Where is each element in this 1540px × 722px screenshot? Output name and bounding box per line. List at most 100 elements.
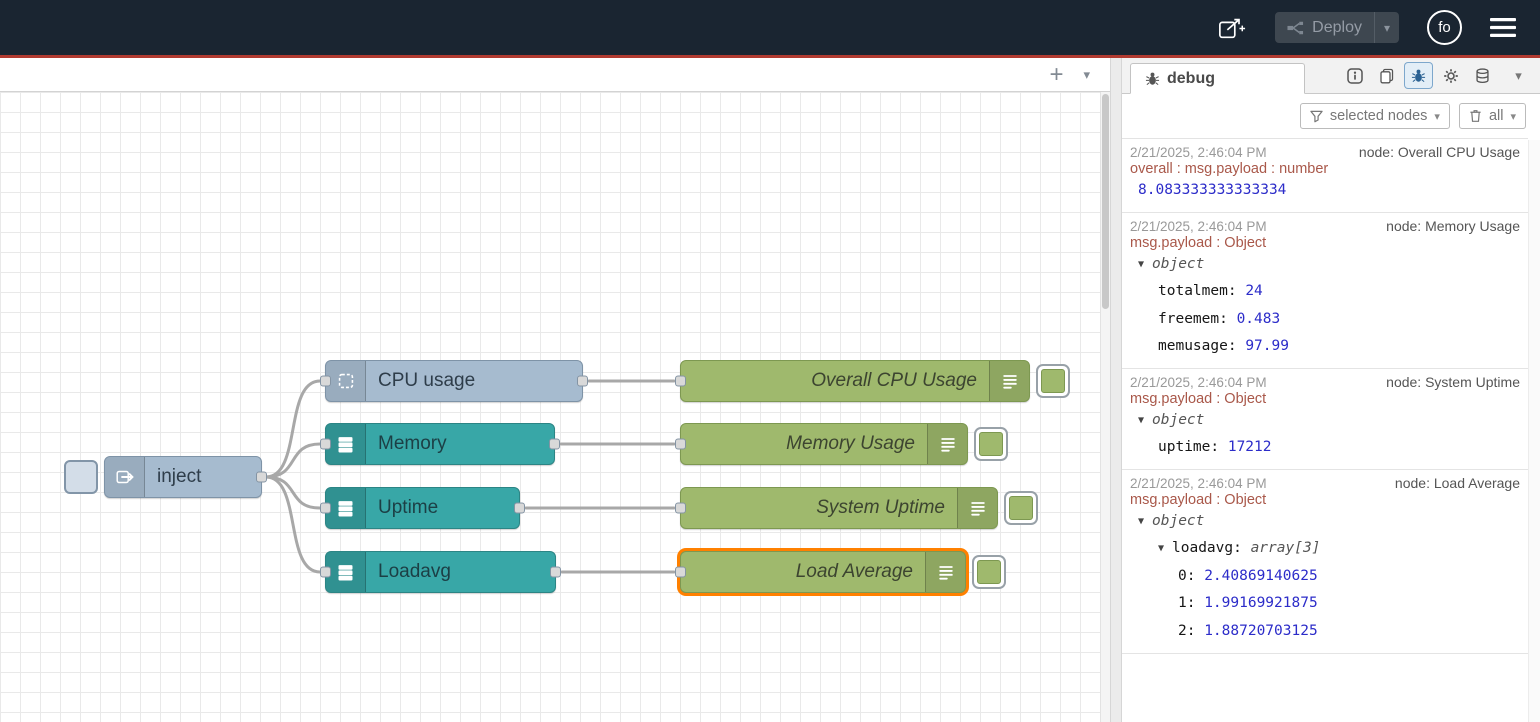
expand-caret-icon[interactable]: ▼ — [1138, 411, 1152, 430]
expand-caret-icon[interactable]: ▼ — [1158, 539, 1172, 558]
wires-layer — [0, 92, 1100, 722]
input-port[interactable] — [320, 567, 331, 578]
expand-caret-icon[interactable]: ▼ — [1138, 512, 1152, 531]
sidebar-options-button[interactable]: ▾ — [1505, 63, 1532, 88]
message-timestamp: 2/21/2025, 2:46:04 PM — [1130, 145, 1267, 160]
debug-console-icon — [989, 361, 1029, 401]
key: loadavg: — [1172, 540, 1251, 556]
input-port[interactable] — [320, 503, 331, 514]
workspace: + ▾ — [0, 58, 1110, 722]
tab-debug[interactable]: debug — [1130, 63, 1305, 94]
info-tab-button[interactable] — [1341, 63, 1368, 88]
message-line: uptime: 17212 — [1130, 434, 1520, 462]
filter-nodes-button[interactable]: selected nodes ▾ — [1300, 103, 1450, 129]
debug-tab-button[interactable] — [1405, 63, 1432, 88]
debug-enable-toggle[interactable] — [974, 427, 1008, 461]
message-line: memusage: 97.99 — [1130, 333, 1520, 361]
node-inject[interactable]: inject — [104, 456, 262, 498]
context-data-tab-button[interactable] — [1469, 63, 1496, 88]
bug-icon — [1411, 68, 1426, 83]
sidebar-scrollbar[interactable] — [1528, 140, 1540, 722]
scrollbar-thumb[interactable] — [1102, 94, 1109, 309]
cpu-chip-icon — [326, 361, 366, 401]
database-icon — [1475, 68, 1490, 84]
trash-icon — [1469, 109, 1482, 123]
node-memory[interactable]: Memory — [325, 423, 555, 465]
docs-icon — [1379, 68, 1395, 84]
input-port[interactable] — [675, 376, 686, 387]
chevron-down-icon: ▾ — [1515, 68, 1522, 84]
output-port[interactable] — [550, 567, 561, 578]
message-node-name: node: Overall CPU Usage — [1359, 144, 1520, 160]
debug-enable-toggle[interactable] — [972, 555, 1006, 589]
chevron-down-icon: ▾ — [1510, 110, 1516, 123]
add-flow-button[interactable]: + — [1049, 63, 1063, 87]
node-label: Loadavg — [366, 561, 463, 583]
deploy-button[interactable]: Deploy ▾ — [1275, 12, 1399, 43]
key: totalmem: — [1158, 283, 1245, 299]
debug-enable-toggle[interactable] — [1004, 491, 1038, 525]
chevron-down-icon: ▾ — [1434, 110, 1440, 123]
deploy-options-button[interactable]: ▾ — [1375, 12, 1399, 43]
node-label: Memory Usage — [681, 433, 927, 455]
debug-messages[interactable]: 2/21/2025, 2:46:04 PM node: Overall CPU U… — [1122, 138, 1528, 722]
ai-assist-icon[interactable] — [1217, 14, 1247, 42]
help-tab-button[interactable] — [1373, 63, 1400, 88]
value: 1.88720703125 — [1204, 623, 1318, 639]
debug-message: 2/21/2025, 2:46:04 PMnode: Load Averagem… — [1122, 470, 1528, 654]
server-icon — [326, 552, 366, 592]
key: uptime: — [1158, 439, 1228, 455]
node-debug-overall-cpu[interactable]: Overall CPU Usage — [680, 360, 1030, 402]
message-line: 8.083333333333334 — [1130, 177, 1520, 205]
expand-caret-icon[interactable]: ▼ — [1138, 255, 1152, 274]
input-port[interactable] — [675, 503, 686, 514]
message-line: ▼object — [1130, 251, 1520, 279]
node-loadavg[interactable]: Loadavg — [325, 551, 556, 593]
inject-trigger-button[interactable] — [64, 460, 98, 494]
debug-message: 2/21/2025, 2:46:04 PMnode: System Uptime… — [1122, 369, 1528, 470]
flow-list-button[interactable]: ▾ — [1083, 67, 1090, 83]
input-port[interactable] — [320, 376, 331, 387]
info-icon — [1347, 68, 1363, 84]
user-menu-button[interactable]: fo — [1427, 10, 1462, 45]
debug-filter-bar: selected nodes ▾ all ▾ — [1122, 94, 1540, 138]
config-nodes-tab-button[interactable] — [1437, 63, 1464, 88]
input-port[interactable] — [675, 567, 686, 578]
message-timestamp: 2/21/2025, 2:46:04 PM — [1130, 476, 1267, 491]
main-menu-button[interactable] — [1490, 18, 1516, 37]
canvas-scrollbar[interactable] — [1100, 92, 1110, 722]
flow-canvas[interactable]: inject CPU usage — [0, 92, 1100, 722]
node-uptime[interactable]: Uptime — [325, 487, 520, 529]
wire[interactable] — [266, 477, 320, 508]
message-node-name: node: Memory Usage — [1386, 218, 1520, 234]
value: 17212 — [1228, 439, 1272, 455]
output-port[interactable] — [549, 439, 560, 450]
debug-enable-toggle[interactable] — [1036, 364, 1070, 398]
message-line: totalmem: 24 — [1130, 278, 1520, 306]
node-debug-memory-usage[interactable]: Memory Usage — [680, 423, 968, 465]
input-port[interactable] — [675, 439, 686, 450]
value: 24 — [1245, 283, 1262, 299]
toggle-fill — [1009, 496, 1033, 520]
sidebar-splitter[interactable] — [1110, 58, 1122, 722]
deploy-label: Deploy — [1312, 19, 1362, 37]
debug-sidebar: debug — [1122, 58, 1540, 722]
message-timestamp: 2/21/2025, 2:46:04 PM — [1130, 219, 1267, 234]
key: 1: — [1178, 595, 1204, 611]
output-port[interactable] — [256, 472, 267, 483]
message-line: 2: 1.88720703125 — [1130, 618, 1520, 646]
node-debug-load-average[interactable]: Load Average — [680, 551, 966, 593]
output-port[interactable] — [514, 503, 525, 514]
clear-messages-button[interactable]: all ▾ — [1459, 103, 1526, 129]
message-line: 1: 1.99169921875 — [1130, 590, 1520, 618]
key: 2: — [1178, 623, 1204, 639]
input-port[interactable] — [320, 439, 331, 450]
key: 0: — [1178, 568, 1204, 584]
node-cpu-usage[interactable]: CPU usage — [325, 360, 583, 402]
node-debug-system-uptime[interactable]: System Uptime — [680, 487, 998, 529]
value: 8.083333333333334 — [1138, 182, 1286, 198]
type-label: object — [1152, 513, 1204, 529]
wire[interactable] — [266, 444, 320, 477]
output-port[interactable] — [577, 376, 588, 387]
